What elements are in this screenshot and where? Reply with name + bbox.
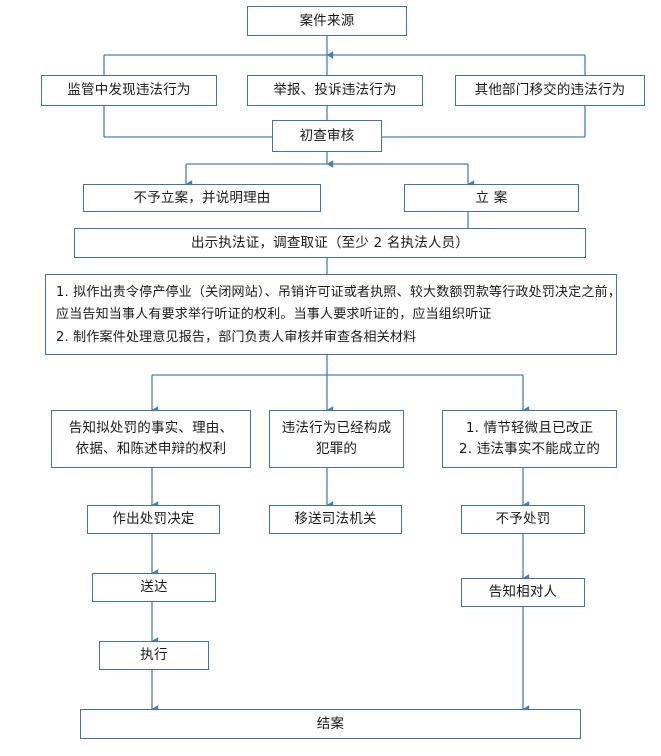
node-label: 出示执法证，调查取证（至少 2 名执法人员） [190, 234, 470, 251]
node-case-source[interactable]: 案件来源 [247, 6, 407, 36]
node-serve-document[interactable]: 送达 [92, 573, 216, 602]
node-label: 其他部门移交的违法行为 [474, 82, 626, 99]
node-label: 执行 [140, 647, 168, 664]
node-make-penalty-decision[interactable]: 作出处罚决定 [87, 505, 220, 534]
node-label: 不予处罚 [495, 511, 551, 528]
node-hearing-and-report[interactable]: 1. 拟作出责令停产停业（关闭网站）、吊销许可证或者执照、较大数额罚款等行政处罚… [45, 274, 621, 355]
node-label: 监管中发现违法行为 [67, 82, 191, 99]
node-file-case[interactable]: 立 案 [404, 184, 579, 212]
node-execute[interactable]: 执行 [99, 641, 209, 670]
node-minor-or-unfounded[interactable]: 1. 情节轻微且已改正 2. 违法事实不能成立的 [442, 410, 617, 468]
node-transfer-judicial[interactable]: 移送司法机关 [269, 505, 402, 534]
hearing-line-2: 2. 制作案件处理意见报告，部门负责人审核并审查各相关材料 [56, 329, 417, 345]
node-close-case[interactable]: 结案 [80, 709, 581, 739]
node-label: 立 案 [475, 189, 508, 206]
node-label: 不予立案，并说明理由 [133, 189, 271, 206]
node-notify-facts-reasons[interactable]: 告知拟处罚的事实、理由、 依据、和陈述申辩的权利 [51, 410, 251, 468]
node-label: 作出处罚决定 [112, 511, 195, 528]
hearing-line-1: 1. 拟作出责令停产停业（关闭网站）、吊销许可证或者执照、较大数额罚款等行政处罚… [56, 285, 622, 323]
node-label: 告知拟处罚的事实、理由、 依据、和陈述申辩的权利 [68, 420, 234, 457]
node-label: 送达 [140, 579, 168, 596]
node-found-in-supervision[interactable]: 监管中发现违法行为 [41, 75, 217, 106]
node-label: 移送司法机关 [294, 511, 377, 528]
node-transferred-other-dept[interactable]: 其他部门移交的违法行为 [455, 75, 645, 106]
node-no-case-with-reason[interactable]: 不予立案，并说明理由 [83, 184, 321, 212]
node-preliminary-review[interactable]: 初查审核 [272, 120, 382, 152]
node-label: 1. 情节轻微且已改正 2. 违法事实不能成立的 [458, 420, 601, 457]
node-constitutes-crime[interactable]: 违法行为已经构成 犯罪的 [269, 410, 404, 468]
node-notify-counterpart[interactable]: 告知相对人 [461, 578, 585, 607]
node-report-complaint[interactable]: 举报、投诉违法行为 [247, 75, 423, 106]
node-label: 告知相对人 [488, 584, 558, 601]
node-label: 举报、投诉违法行为 [273, 82, 397, 99]
node-no-penalty[interactable]: 不予处罚 [461, 505, 585, 534]
node-label: 违法行为已经构成 犯罪的 [281, 420, 392, 457]
node-label: 案件来源 [299, 12, 355, 29]
node-label: 初查审核 [299, 127, 355, 144]
node-show-credentials[interactable]: 出示执法证，调查取证（至少 2 名执法人员） [74, 228, 586, 258]
node-label: 结案 [316, 715, 345, 732]
